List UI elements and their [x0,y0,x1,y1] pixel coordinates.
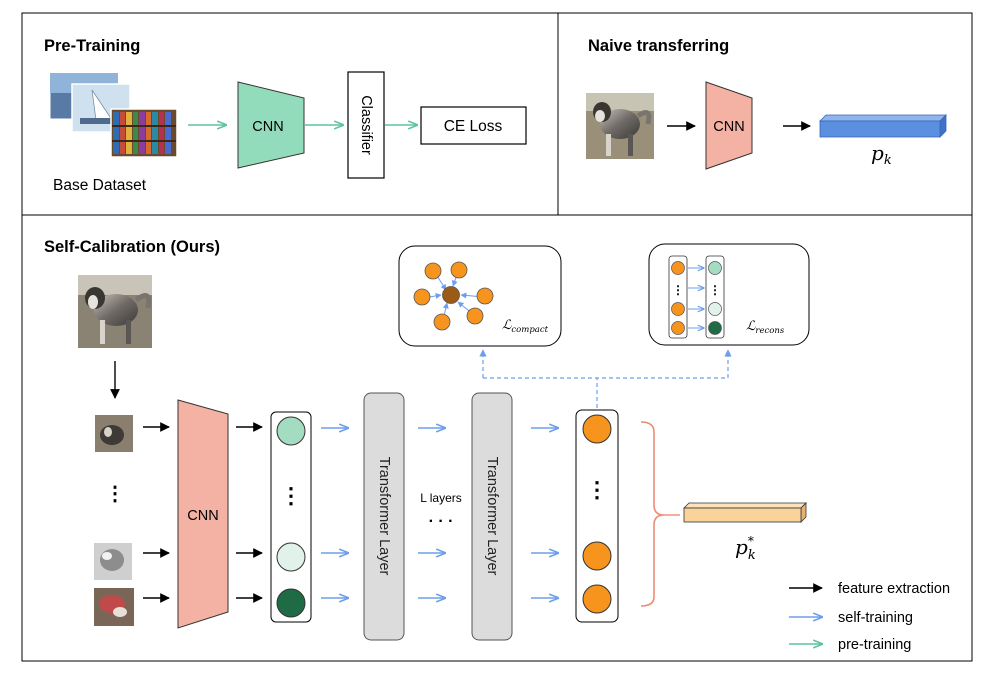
patch-3 [94,588,134,626]
photo-collage-icon [49,72,178,158]
recons-loss-label: ℒrecons [746,319,785,336]
token-node-light [276,416,306,446]
outer-frame [21,12,973,662]
transformer-layer-2 [471,392,513,641]
compact-loss-label: ℒcompact [502,318,549,335]
compact-graph [413,261,494,331]
transformer-label-1: Transformer Layer [376,457,392,576]
classifier-box [347,71,385,179]
patch-vertical-ellipsis: ⋮ [105,483,125,505]
pretraining-panel: Pre-Training Base Dataset CNN Classi [44,37,527,194]
legend: feature extraction self-training pre-tra… [789,581,950,653]
input-dog-image [78,275,152,348]
output-node-1 [582,414,612,444]
selfcal-output-label: p*k [735,534,756,563]
token-node-dark [276,588,306,618]
naive-title: Naive transferring [588,37,729,55]
layers-label: L layers [420,491,462,505]
transformer-layer-1 [363,392,405,641]
naive-output-label: pk [871,141,892,168]
dataset-label: Base Dataset [53,177,147,194]
ce-loss-box [420,106,527,145]
output-vertical-ellipsis: ⋮ [586,477,608,502]
token-node-pale [276,542,306,572]
naive-cnn-label: CNN [713,119,744,135]
selfcal-panel: Self-Calibration (Ours) ⋮ [44,238,950,653]
legend-label-pre: pre-training [838,637,911,653]
selfcal-title: Self-Calibration (Ours) [44,238,220,256]
legend-label-self: self-training [838,610,913,626]
classifier-label: Classifier [358,95,374,155]
selfcal-cnn-label: CNN [187,508,218,524]
pretraining-title: Pre-Training [44,37,140,55]
svg-text:⋮: ⋮ [709,283,721,297]
naive-cnn-block [705,81,753,170]
patch-2 [94,543,132,580]
output-node-2 [582,541,612,571]
selfcal-feature-bar [683,502,807,523]
naive-panel: Naive transferring CNN pk [586,37,947,170]
layers-ellipsis: · · · [429,513,454,530]
recons-graph: ⋮ ⋮ [668,255,725,339]
token-vertical-ellipsis: ⋮ [280,483,302,508]
ce-loss-label: CE Loss [444,118,503,135]
recons-loss-box [648,243,810,346]
pretrain-cnn-block [237,81,305,169]
selfcal-cnn-block [177,399,229,629]
token-column [270,411,312,623]
svg-text:⋮: ⋮ [672,283,684,297]
aggregation-bracket [640,421,665,607]
dog-photo-icon [586,93,654,159]
output-token-column [575,409,619,623]
transformer-label-2: Transformer Layer [484,457,500,576]
naive-feature-bar [819,114,947,138]
dog-patch-icon [95,415,133,452]
pretrain-cnn-label: CNN [252,119,283,135]
legend-label-feature: feature extraction [838,581,950,597]
output-node-3 [582,584,612,614]
